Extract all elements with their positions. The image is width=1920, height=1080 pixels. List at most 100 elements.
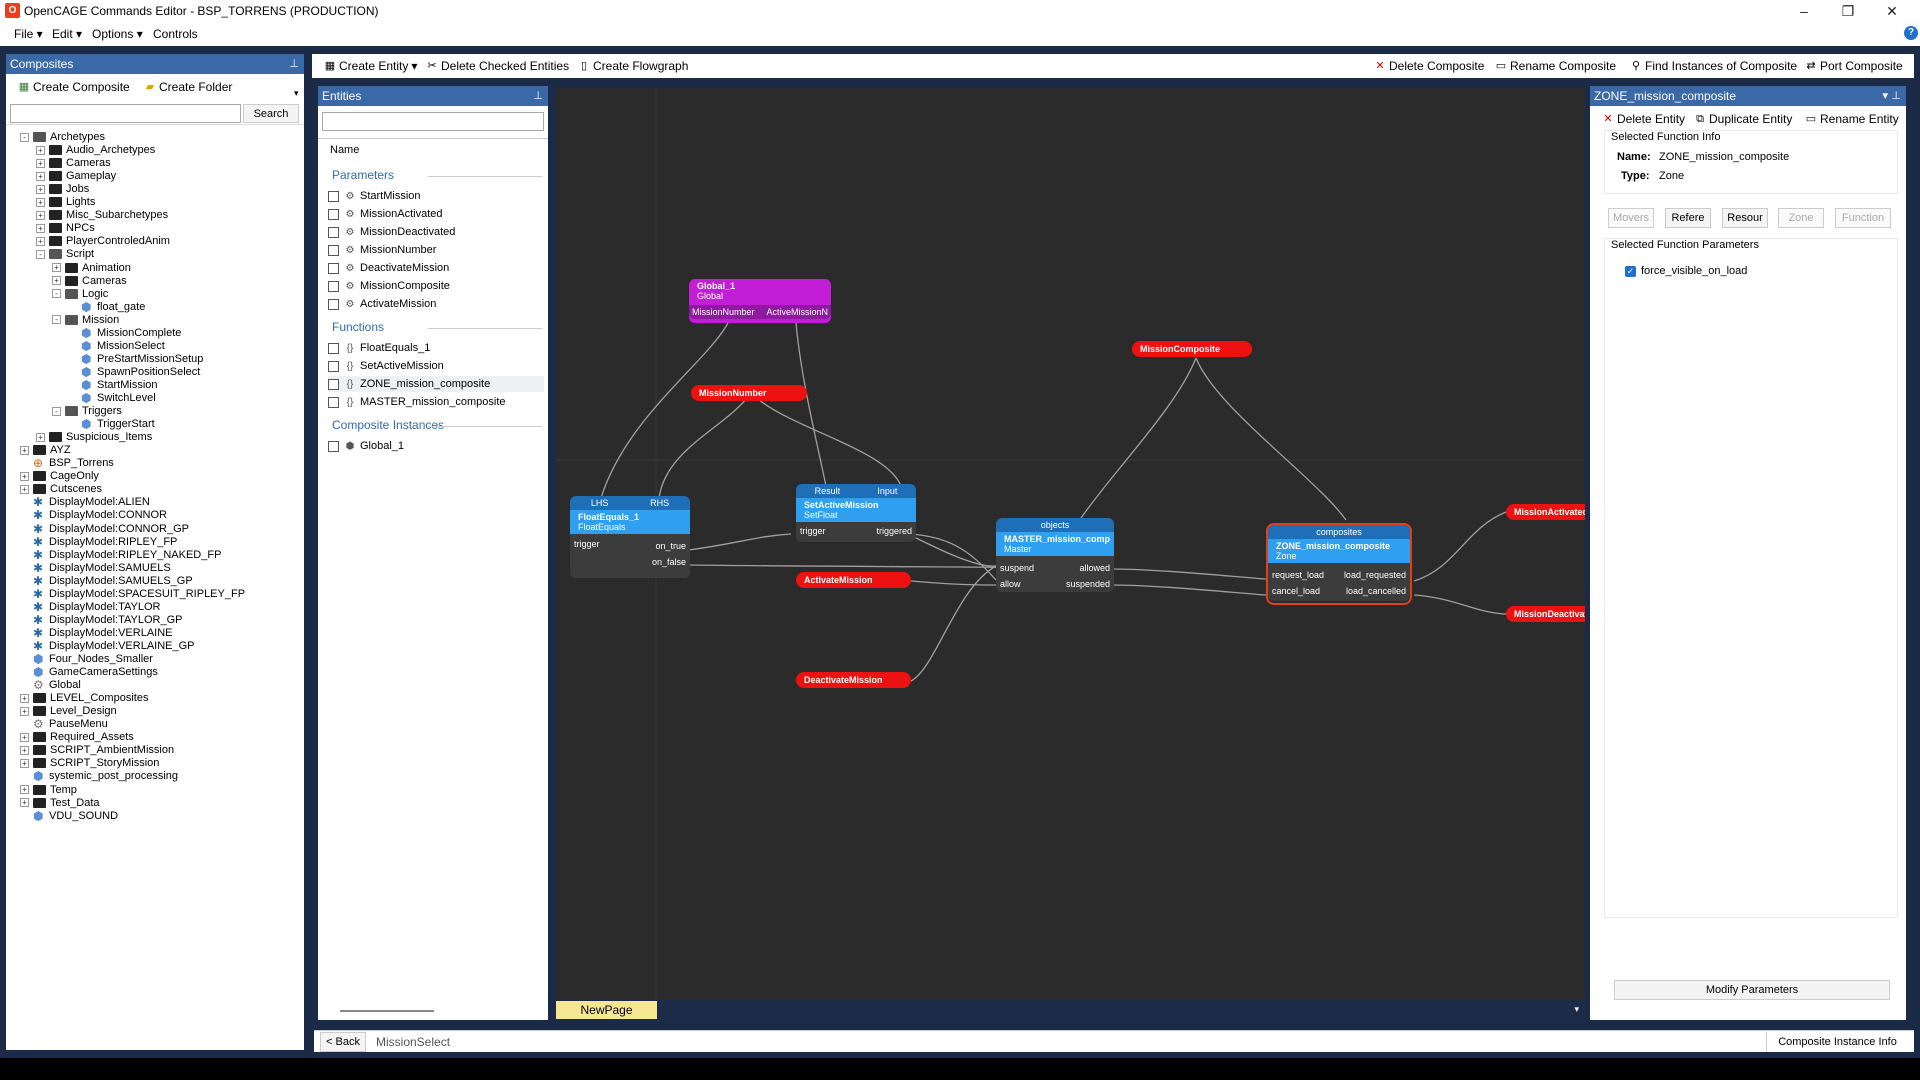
expand-toggle-icon[interactable]: - xyxy=(36,249,45,259)
pin-out[interactable]: suspended xyxy=(1065,579,1110,589)
tree-item[interactable]: ✱DisplayModel:RIPLEY_FP xyxy=(20,534,177,550)
tree-item[interactable]: +PlayerControledAnim xyxy=(36,233,170,249)
create-folder-button[interactable]: ▰Create Folder xyxy=(145,80,233,94)
expand-toggle-icon[interactable]: - xyxy=(20,132,29,142)
find-instances-button[interactable]: ⚲Find Instances of Composite xyxy=(1631,59,1798,73)
expand-toggle-icon[interactable]: + xyxy=(20,484,29,494)
tree-item[interactable]: +LEVEL_Composites xyxy=(20,690,148,706)
tree-item[interactable]: ⊕BSP_Torrens xyxy=(20,455,114,471)
tree-item[interactable]: +Animation xyxy=(52,260,131,276)
overflow-icon[interactable]: ▾ xyxy=(294,88,299,98)
tree-item[interactable]: +Test_Data xyxy=(20,795,100,811)
search-button[interactable]: Search xyxy=(243,104,299,123)
entity-row[interactable]: ⚙MissionDeactivated xyxy=(328,224,455,240)
tab-function[interactable]: Function xyxy=(1835,208,1891,228)
menu-file[interactable]: File ▾ xyxy=(14,27,43,41)
tree-item[interactable]: ✱DisplayModel:VERLAINE_GP xyxy=(20,638,195,654)
tree-item[interactable]: ⬢VDU_SOUND xyxy=(20,808,118,824)
pin-out[interactable]: on_true xyxy=(655,541,686,551)
expand-toggle-icon[interactable]: + xyxy=(36,145,45,155)
create-composite-button[interactable]: ▦Create Composite xyxy=(18,80,130,94)
port-composite-button[interactable]: ⇄Port Composite xyxy=(1806,59,1903,73)
tree-item[interactable]: +CageOnly xyxy=(20,468,99,484)
entity-checkbox[interactable] xyxy=(328,440,339,452)
entity-row[interactable]: ⚙ActivateMission xyxy=(328,296,436,312)
expand-toggle-icon[interactable]: + xyxy=(20,758,29,768)
pin-out[interactable]: load_cancelled xyxy=(1345,586,1406,596)
tree-item[interactable]: -Mission xyxy=(52,312,119,328)
delete-entity-button[interactable]: ✕Delete Entity xyxy=(1603,112,1686,126)
pin-out[interactable]: allowed xyxy=(1079,563,1110,573)
tree-item[interactable]: ✱DisplayModel:CONNOR xyxy=(20,507,167,523)
delete-checked-button[interactable]: ✂Delete Checked Entities xyxy=(427,59,570,73)
entity-row[interactable]: ⬢Global_1 xyxy=(328,438,404,454)
tree-item[interactable]: +Cameras xyxy=(52,273,127,289)
expand-toggle-icon[interactable]: + xyxy=(52,276,61,286)
pin-in[interactable]: suspend xyxy=(1000,563,1035,573)
expand-toggle-icon[interactable]: - xyxy=(52,315,61,325)
entity-checkbox[interactable] xyxy=(328,378,339,390)
pin-in[interactable]: RHS xyxy=(650,498,670,508)
delete-composite-button[interactable]: ✕Delete Composite xyxy=(1375,59,1485,73)
pin-out[interactable]: triggered xyxy=(876,526,912,536)
expand-toggle-icon[interactable]: + xyxy=(36,236,45,246)
expand-toggle-icon[interactable]: + xyxy=(36,210,45,220)
tree-item[interactable]: +Jobs xyxy=(36,181,89,197)
entity-checkbox[interactable] xyxy=(328,396,339,408)
expand-toggle-icon[interactable]: + xyxy=(20,798,29,808)
tree-item[interactable]: ⬢TriggerStart xyxy=(68,416,155,432)
tree-item[interactable]: ✱DisplayModel:CONNOR_GP xyxy=(20,521,189,537)
tree-item[interactable]: +SCRIPT_AmbientMission xyxy=(20,742,174,758)
entity-checkbox[interactable] xyxy=(328,244,339,256)
param-node-missionnumber[interactable]: MissionNumber xyxy=(691,385,807,401)
expand-toggle-icon[interactable]: - xyxy=(52,289,61,299)
tree-item[interactable]: ⬢StartMission xyxy=(68,377,158,393)
tree-item[interactable]: +Required_Assets xyxy=(20,729,134,745)
pin-in[interactable]: Input xyxy=(877,486,898,496)
entity-row[interactable]: ⚙StartMission xyxy=(328,188,421,204)
tree-item[interactable]: ⬢MissionSelect xyxy=(68,338,165,354)
tree-item[interactable]: -Archetypes xyxy=(20,129,105,145)
pin-in[interactable]: trigger xyxy=(574,539,600,549)
tree-item[interactable]: +Temp xyxy=(20,782,77,798)
tree-item[interactable]: ⬢MissionComplete xyxy=(68,325,181,341)
pin-in[interactable]: LHS xyxy=(590,498,609,508)
pin-out[interactable]: on_false xyxy=(651,557,686,567)
tree-item[interactable]: ✱DisplayModel:SPACESUIT_RIPLEY_FP xyxy=(20,586,245,602)
entity-row[interactable]: {}FloatEquals_1 xyxy=(328,340,430,356)
composite-instance-info-button[interactable]: Composite Instance Info xyxy=(1766,1032,1908,1052)
expand-toggle-icon[interactable]: + xyxy=(36,432,45,442)
entity-row[interactable]: {}SetActiveMission xyxy=(328,358,444,374)
tree-item[interactable]: +AYZ xyxy=(20,442,71,458)
page-dropdown-icon[interactable]: ▾ xyxy=(1574,1004,1579,1014)
minimize-button[interactable]: – xyxy=(1800,3,1808,19)
expand-toggle-icon[interactable]: + xyxy=(20,785,29,794)
expand-toggle-icon[interactable]: + xyxy=(20,693,29,703)
tree-item[interactable]: ⬢systemic_post_processing xyxy=(20,768,178,784)
tree-item[interactable]: ⬢float_gate xyxy=(68,299,145,315)
create-flowgraph-button[interactable]: ▯Create Flowgraph xyxy=(578,59,688,73)
entity-row[interactable]: {}MASTER_mission_composite xyxy=(328,394,506,410)
tree-item[interactable]: ⬢SpawnPositionSelect xyxy=(68,364,200,380)
entity-checkbox[interactable] xyxy=(328,190,339,202)
menu-controls[interactable]: Controls xyxy=(153,27,198,41)
tree-item[interactable]: +Misc_Subarchetypes xyxy=(36,207,168,223)
tree-item[interactable]: +NPCs xyxy=(36,220,95,236)
param-node-missionactivated[interactable]: MissionActivated xyxy=(1506,504,1585,520)
tree-item[interactable]: +SCRIPT_StoryMission xyxy=(20,755,159,771)
modify-parameters-button[interactable]: Modify Parameters xyxy=(1614,980,1890,1000)
tree-item[interactable]: -Script xyxy=(36,246,94,262)
composite-search-input[interactable] xyxy=(10,104,241,123)
horizontal-scrollbar[interactable] xyxy=(340,1010,434,1012)
expand-toggle-icon[interactable]: - xyxy=(52,406,61,416)
maximize-button[interactable]: ❐ xyxy=(1841,3,1855,19)
param-node-deactivatemission[interactable]: DeactivateMission xyxy=(796,672,911,688)
menu-options[interactable]: Options ▾ xyxy=(92,27,143,41)
tree-item[interactable]: ✱DisplayModel:SAMUELS xyxy=(20,560,171,576)
expand-toggle-icon[interactable]: + xyxy=(20,471,29,481)
tree-item[interactable]: -Logic xyxy=(52,286,108,302)
page-tab[interactable]: NewPage xyxy=(556,1001,657,1019)
tree-item[interactable]: ⚙Global xyxy=(20,677,81,693)
